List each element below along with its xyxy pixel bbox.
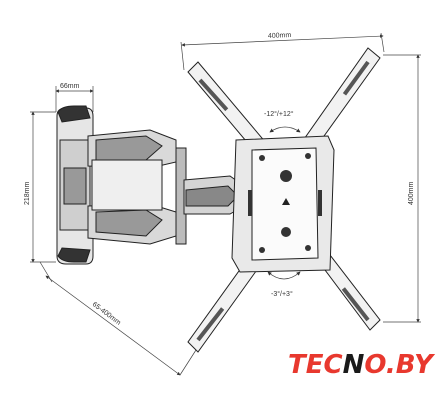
dimension-lines [30,32,421,376]
right-height-label: 400mm [408,181,415,205]
rotation-arrows [267,126,301,280]
articulating-arms [87,129,245,245]
vesa-plate [187,47,381,353]
tilt-label: -12°/+12° [264,110,294,118]
wall-plate [56,105,94,265]
plate-width-label: 66mm [60,83,80,90]
extension-label: 65-400mm [91,301,122,327]
tecnoby-logo: TECNO.BY [288,350,433,380]
swivel-label: -3°/+3° [271,290,293,298]
top-width-label: 400mm [268,32,292,40]
plate-height-label: 218mm [24,181,31,205]
